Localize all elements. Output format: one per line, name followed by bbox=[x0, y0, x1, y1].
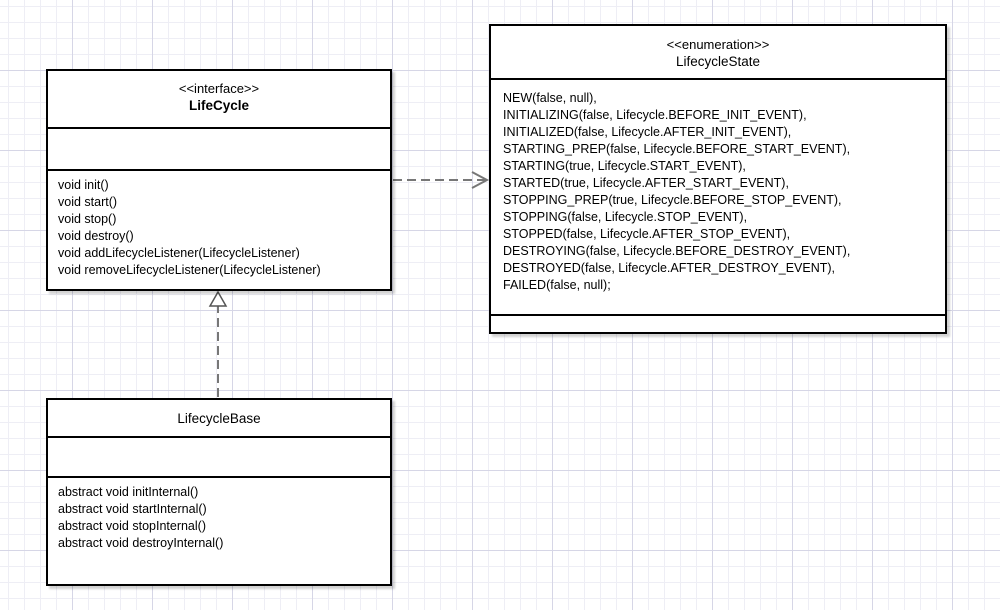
operation: abstract void stopInternal() bbox=[58, 519, 206, 533]
enum-literal: NEW(false, null), bbox=[503, 91, 597, 105]
enum-operations-compartment bbox=[491, 314, 945, 332]
lifecycle-header: <<interface>> LifeCycle bbox=[48, 71, 390, 129]
enum-literal: INITIALIZED(false, Lifecycle.AFTER_INIT_… bbox=[503, 125, 792, 139]
operation: void addLifecycleListener(LifecycleListe… bbox=[58, 246, 300, 260]
operation: abstract void initInternal() bbox=[58, 485, 199, 499]
lifecycle-base-name: LifecycleBase bbox=[177, 411, 261, 426]
lifecycle-operations-compartment: void init() void start() void stop() voi… bbox=[48, 171, 390, 285]
operation: void stop() bbox=[58, 212, 117, 226]
enum-literal: STOPPED(false, Lifecycle.AFTER_STOP_EVEN… bbox=[503, 227, 791, 241]
enum-literal: STARTING_PREP(false, Lifecycle.BEFORE_ST… bbox=[503, 142, 851, 156]
enum-literal: DESTROYED(false, Lifecycle.AFTER_DESTROY… bbox=[503, 261, 836, 275]
lifecycle-state-enum-box[interactable]: <<enumeration>> LifecycleState NEW(false… bbox=[489, 24, 947, 334]
lifecycle-interface-box[interactable]: <<interface>> LifeCycle void init() void… bbox=[46, 69, 392, 291]
lifecycle-base-class-box[interactable]: LifecycleBase abstract void initInternal… bbox=[46, 398, 392, 586]
lifecycle-state-header: <<enumeration>> LifecycleState bbox=[491, 26, 945, 80]
enum-literal: STARTED(true, Lifecycle.AFTER_START_EVEN… bbox=[503, 176, 789, 190]
lifecycle-name: LifeCycle bbox=[188, 98, 250, 113]
enum-literal: STARTING(true, Lifecycle.START_EVENT), bbox=[503, 159, 746, 173]
operation: void start() bbox=[58, 195, 118, 209]
lifecycle-state-name: LifecycleState bbox=[675, 54, 761, 69]
enum-literals-compartment: NEW(false, null), INITIALIZING(false, Li… bbox=[491, 80, 945, 314]
enum-literal: FAILED(false, null); bbox=[503, 278, 611, 292]
operation: void init() bbox=[58, 178, 109, 192]
realization-arrowhead bbox=[208, 290, 228, 307]
lifecycle-base-operations-compartment: abstract void initInternal() abstract vo… bbox=[48, 478, 390, 558]
operation: void removeLifecycleListener(LifecycleLi… bbox=[58, 263, 321, 277]
lifecycle-base-header: LifecycleBase bbox=[48, 400, 390, 438]
dependency-arrowhead bbox=[471, 171, 490, 189]
operation: abstract void startInternal() bbox=[58, 502, 207, 516]
enum-literal: INITIALIZING(false, Lifecycle.BEFORE_INI… bbox=[503, 108, 807, 122]
lifecycle-attributes-compartment bbox=[48, 129, 390, 171]
enum-literal: STOPPING(false, Lifecycle.STOP_EVENT), bbox=[503, 210, 748, 224]
lifecycle-base-attributes-compartment bbox=[48, 438, 390, 478]
operation: abstract void destroyInternal() bbox=[58, 536, 224, 550]
lifecycle-state-stereotype: <<enumeration>> bbox=[666, 37, 770, 52]
enum-literal: STOPPING_PREP(true, Lifecycle.BEFORE_STO… bbox=[503, 193, 842, 207]
enum-literal: DESTROYING(false, Lifecycle.BEFORE_DESTR… bbox=[503, 244, 851, 258]
lifecycle-stereotype: <<interface>> bbox=[178, 81, 260, 96]
operation: void destroy() bbox=[58, 229, 134, 243]
